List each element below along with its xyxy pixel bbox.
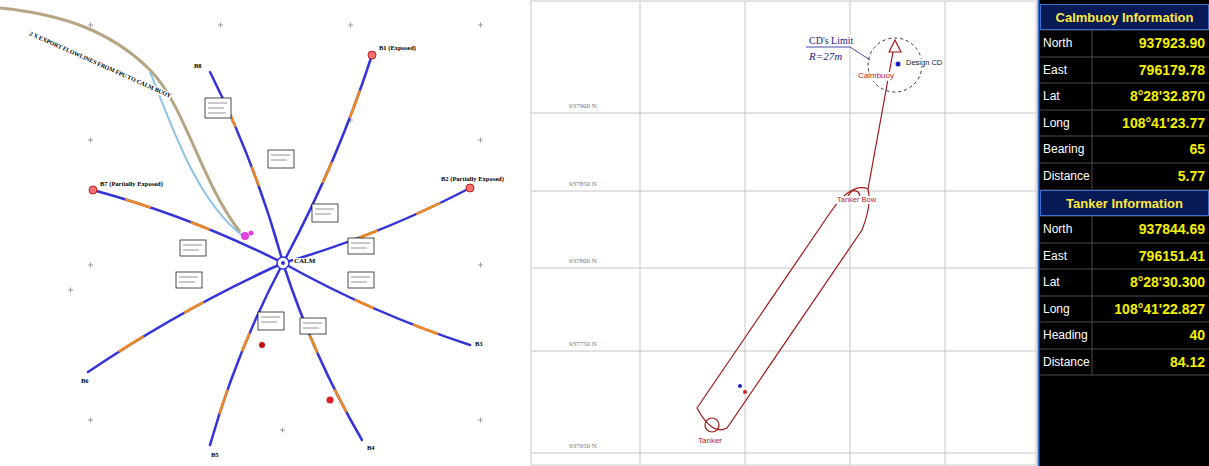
axis-label: 937900 N xyxy=(568,103,598,111)
table-field: Heading xyxy=(1043,322,1088,348)
table-value: 65 xyxy=(1094,136,1205,162)
tanker-outline xyxy=(697,40,901,432)
markers xyxy=(89,51,474,404)
radius-label: R=27m xyxy=(808,50,843,62)
buoy-label: CALM xyxy=(293,258,316,266)
table-value: 937923.90 xyxy=(1094,30,1205,56)
info-header-band: Tanker Information xyxy=(1040,190,1209,216)
panel-heading: Tanker Information xyxy=(1066,196,1183,211)
table-value: 108°41'22.827 xyxy=(1094,296,1205,322)
table-field: East xyxy=(1043,57,1067,83)
leg-label: B7 (Partially Exposed) xyxy=(99,180,164,187)
table-value: 8°28'30.300 xyxy=(1094,269,1205,295)
leg-label: B3 xyxy=(474,340,484,347)
table-value: 796179.78 xyxy=(1094,57,1205,83)
table-value: 796151.41 xyxy=(1094,243,1205,269)
plot-frame xyxy=(531,1,1036,465)
leg-label: B5 xyxy=(210,451,220,458)
info-header-band: Calmbuoy Information xyxy=(1040,4,1209,30)
table-value: 8°28'32.870 xyxy=(1094,83,1205,109)
limit-label: CD's Limit xyxy=(808,35,854,46)
table-field: Long xyxy=(1043,110,1070,136)
design-cd-dot xyxy=(896,62,901,67)
table-field: Long xyxy=(1043,296,1070,322)
table-value: 84.12 xyxy=(1094,349,1205,375)
export-flowlines xyxy=(0,8,243,236)
table-value: 5.77 xyxy=(1094,163,1205,189)
leg-label: B6 xyxy=(80,377,90,384)
plot-grid xyxy=(532,1,1036,465)
bow-label: Tanker Bow xyxy=(836,196,877,204)
table-field: Lat xyxy=(1043,83,1060,109)
table-grid xyxy=(1039,30,1209,375)
table-field: Lat xyxy=(1043,269,1060,295)
table-field: Bearing xyxy=(1043,136,1084,162)
table-field: North xyxy=(1043,216,1072,242)
calm-buoy-symbol xyxy=(277,257,289,269)
position-dot xyxy=(743,390,747,394)
table-field: East xyxy=(1043,243,1067,269)
design-label: Design CD xyxy=(905,59,943,67)
leg-label: B4 xyxy=(366,444,376,451)
leg-label: B2 (Partially Exposed) xyxy=(440,175,505,182)
table-value: 937844.69 xyxy=(1094,216,1205,242)
table-field: Distance xyxy=(1043,349,1090,375)
touchdown-boxes xyxy=(176,98,374,334)
flowline-note: 2 X EXPORT FLOWLINES FROM FPU TO CALM BU… xyxy=(27,30,173,100)
table-field: North xyxy=(1043,30,1072,56)
tanker-label: Tanker xyxy=(697,437,723,446)
axis-label: 937800 N xyxy=(568,258,598,266)
axis-label: 937650 N xyxy=(568,443,598,451)
leg-label: B8 xyxy=(193,62,203,69)
position-dot xyxy=(738,384,742,388)
mooring-legs xyxy=(88,55,470,445)
axis-label: 937750 N xyxy=(568,341,598,349)
table-value: 40 xyxy=(1094,322,1205,348)
axis-label: 937850 N xyxy=(568,181,598,189)
panel-border xyxy=(1038,0,1040,466)
leg-label: B1 (Exposed) xyxy=(378,44,417,51)
buoy-label: Calmbuoy xyxy=(857,72,895,81)
grid-markers xyxy=(68,23,483,433)
table-field: Distance xyxy=(1043,163,1090,189)
panel-heading: Calmbuoy Information xyxy=(1056,10,1194,25)
table-value: 108°41'23.77 xyxy=(1094,110,1205,136)
info-panel xyxy=(1038,0,1209,466)
